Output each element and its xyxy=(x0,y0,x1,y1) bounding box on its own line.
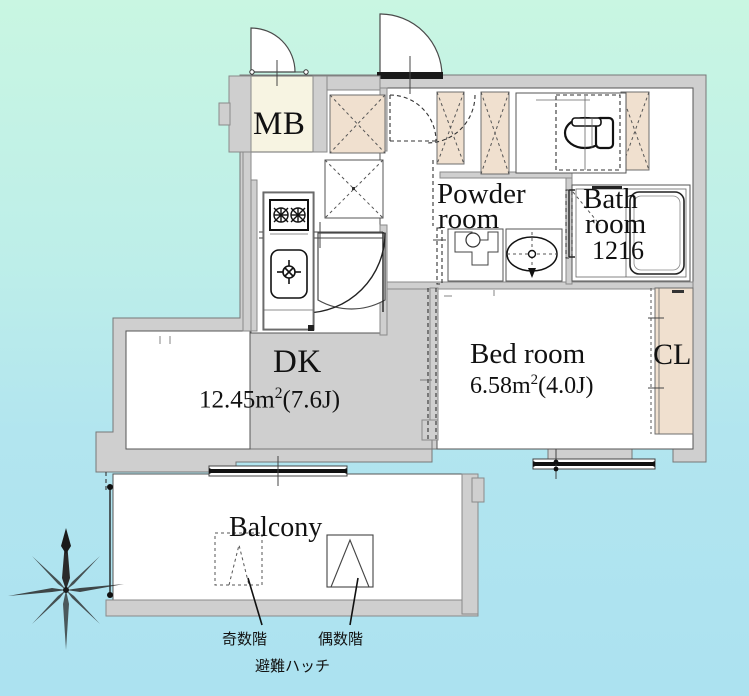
room-label-bath-room-line2: room xyxy=(585,208,647,240)
room-label-bath-room-line1: Bath xyxy=(583,183,638,215)
toilet-fixture xyxy=(515,92,627,174)
balcony-windows xyxy=(208,449,656,503)
entrance-door xyxy=(326,13,443,94)
room-label-mb: MB xyxy=(253,106,306,142)
bathroom-unit xyxy=(565,184,691,282)
room-label-balcony: Balcony xyxy=(229,512,323,543)
balcony xyxy=(105,472,479,626)
room-label-powder-room-line1: Powder xyxy=(437,178,526,210)
room-label-bed-room: Bed room xyxy=(470,338,586,370)
room-label-cl: CL xyxy=(653,338,692,371)
closet-cl xyxy=(648,287,694,435)
annotation-odd-floor: 奇数階 xyxy=(222,630,268,648)
room-area-dk: 12.45m2(7.6J) xyxy=(199,385,341,414)
kitchen xyxy=(262,191,315,331)
room-area-bed-room: 6.58m2(4.0J) xyxy=(470,373,593,398)
bedroom-area-jo: (4.0J) xyxy=(538,373,594,399)
annotation-escape-hatch: 避難ハッチ xyxy=(255,657,331,675)
bath-size-code: 1216 xyxy=(592,236,644,265)
north-arrow-icon xyxy=(8,528,124,650)
room-label-dk: DK xyxy=(273,344,322,380)
annotation-even-floor: 偶数階 xyxy=(318,630,364,648)
mb-meter-box xyxy=(218,27,328,153)
misc-marks xyxy=(159,290,495,381)
bedroom-area-superscript: 2 xyxy=(530,372,539,388)
dk-area-number: 12.45m xyxy=(199,386,275,414)
dk-area-superscript: 2 xyxy=(274,385,283,402)
powder-room-fixtures xyxy=(427,160,563,440)
dk-area-jo: (7.6J) xyxy=(282,386,341,414)
room-label-powder-room-line2: room xyxy=(438,203,500,235)
bedroom-area-number: 6.58m xyxy=(470,373,531,399)
shoe-cabinet xyxy=(324,94,386,219)
